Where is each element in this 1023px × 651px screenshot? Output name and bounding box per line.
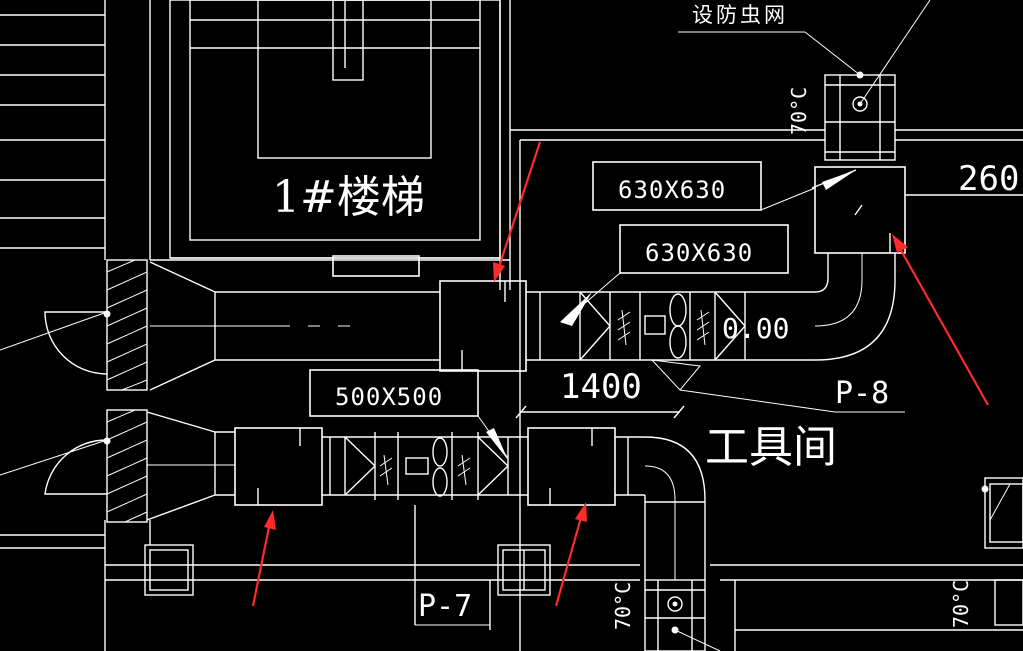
stairwell-frame — [150, 0, 511, 290]
duct-size-2-text: 630X630 — [645, 239, 753, 267]
elevation-text: 0.00 — [722, 312, 789, 345]
duct-size-label-3: 500X500 — [309, 369, 509, 460]
lower-duct-run — [146, 411, 706, 580]
door-swings — [0, 310, 111, 495]
duct-size-label-2: 630X630 — [560, 224, 789, 326]
insect-screen-label: 设防虫网 — [678, 3, 861, 76]
hatched-wall-upper — [106, 259, 148, 391]
system-p7-text: P-7 — [418, 589, 472, 624]
lower-fire-damper — [644, 579, 721, 651]
stair-label-text: 1#楼梯 — [272, 172, 425, 223]
upper-duct-run: 0.00 — [149, 253, 896, 391]
duct-size-label-1: 630X630 — [592, 161, 816, 211]
red-arrow-bottom-left — [251, 510, 276, 607]
dimension-1400: 1400 — [515, 367, 685, 419]
fire-damper-temp-right: 70°C — [949, 580, 973, 628]
building-lines-bottom — [105, 477, 1023, 651]
red-arrow-right — [892, 234, 989, 406]
upper-fire-damper — [824, 0, 931, 161]
insect-screen-text: 设防虫网 — [692, 3, 788, 27]
system-p8-text: P-8 — [835, 376, 889, 411]
upper-riser-box: 260 — [811, 159, 1023, 254]
duct-size-1-text: 630X630 — [618, 176, 726, 204]
tool-room-text: 工具间 — [705, 422, 837, 473]
duct-size-lower-text: 500X500 — [335, 383, 443, 411]
dim-1400-text: 1400 — [560, 367, 642, 407]
red-arrow-bottom-middle — [554, 502, 587, 607]
left-wall-lines — [0, 0, 151, 651]
building-lines-top — [510, 129, 1023, 651]
dim-260-text: 260 — [958, 159, 1019, 199]
system-p8-label: P-8 — [650, 359, 905, 413]
red-arrow-top — [493, 141, 542, 282]
fire-damper-temp-lower: 70°C — [611, 582, 635, 630]
hatched-wall-lower — [106, 409, 148, 523]
fire-damper-temp-upper: 70°C — [787, 87, 811, 135]
